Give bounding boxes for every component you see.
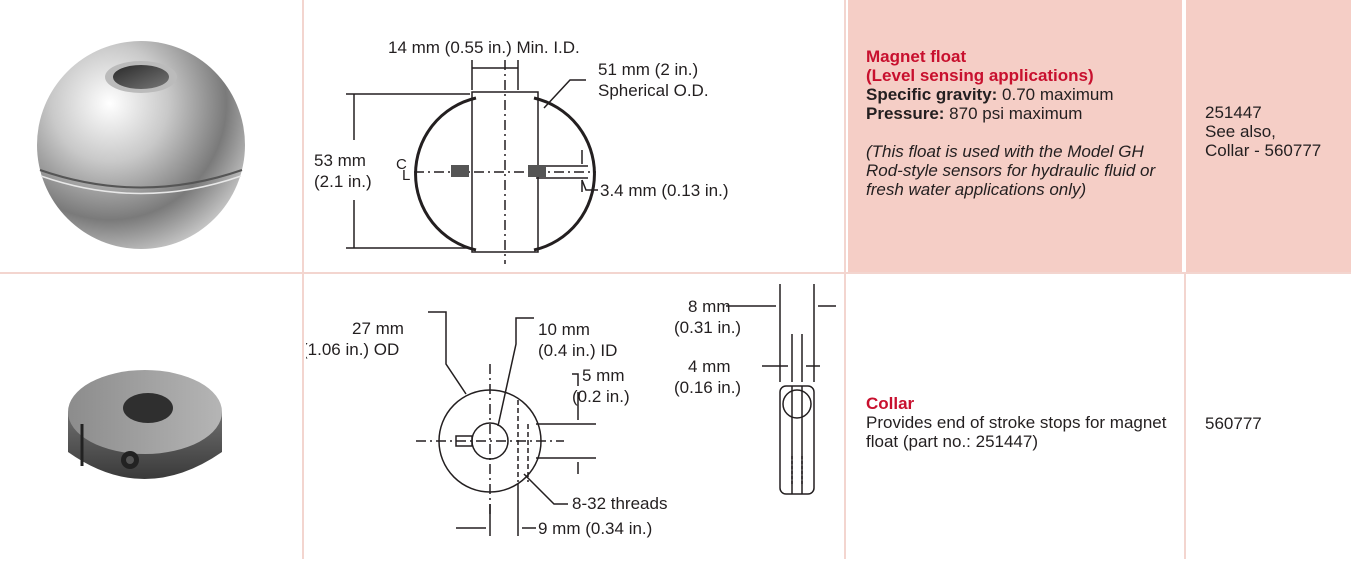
table-row-magnet-float: 14 mm (0.55 in.) Min. I.D. 51 mm (2 in.)… xyxy=(0,0,1351,272)
collar-width-label-2: (0.31 in.) xyxy=(674,318,741,337)
collar-description-text: Provides end of stroke stops for magnet … xyxy=(866,413,1167,451)
collar-depth-label: 5 mm xyxy=(582,366,625,385)
collar-id-label: 10 mm xyxy=(538,320,590,339)
magnet-float-title: Magnet float xyxy=(866,47,967,66)
magnet-float-part-number: 251447 See also, Collar - 560777 xyxy=(1205,103,1322,160)
magnet-float-description-cell: Magnet float (Level sensing applications… xyxy=(848,0,1184,272)
collar-od-label: 27 mm xyxy=(352,319,404,338)
collar-id-label-2: (0.4 in.) ID xyxy=(538,341,617,360)
collar-threads-label: 8-32 threads xyxy=(572,494,667,513)
collar-offset-label: 9 mm (0.34 in.) xyxy=(538,519,652,538)
float-thickness-label: 3.4 mm (0.13 in.) xyxy=(600,181,729,200)
collar-part-cell: 560777 xyxy=(1184,274,1351,559)
collar-description: Collar Provides end of stroke stops for … xyxy=(866,394,1172,451)
collar-photo-cell xyxy=(0,274,304,559)
collar-photo xyxy=(68,370,222,479)
collar-part-number: 560777 xyxy=(1205,414,1262,433)
magnet-float-note: (This float is used with the Model GH Ro… xyxy=(866,142,1156,199)
float-id-label: 14 mm (0.55 in.) Min. I.D. xyxy=(388,38,580,57)
magnet-float-sphere-photo xyxy=(37,41,245,249)
collar-width-label: 8 mm xyxy=(688,297,731,316)
specific-gravity-spec: Specific gravity: 0.70 maximum xyxy=(866,85,1114,104)
magnet-float-part-cell: 251447 See also, Collar - 560777 xyxy=(1186,0,1351,272)
collar-diagram-cell: 27 mm (1.06 in.) OD 10 mm (0.4 in.) ID 5… xyxy=(302,274,846,559)
collar-title: Collar xyxy=(866,394,915,413)
collar-dimension-diagram: 27 mm (1.06 in.) OD 10 mm (0.4 in.) ID 5… xyxy=(302,284,836,538)
collar-slot-label-2: (0.16 in.) xyxy=(674,378,741,397)
collar-od-label-2: (1.06 in.) OD xyxy=(306,340,399,359)
centerline-c: C xyxy=(396,156,407,173)
collar-slot-label: 4 mm xyxy=(688,357,731,376)
table-row-collar: 27 mm (1.06 in.) OD 10 mm (0.4 in.) ID 5… xyxy=(0,274,1351,559)
float-od-label: 51 mm (2 in.) xyxy=(598,60,698,79)
magnet-float-dimension-diagram: 14 mm (0.55 in.) Min. I.D. 51 mm (2 in.)… xyxy=(314,38,729,264)
centerline-l: L xyxy=(402,167,410,184)
magnet-float-photo-cell xyxy=(0,0,304,272)
float-od-label-2: Spherical O.D. xyxy=(598,81,709,100)
magnet-float-diagram-cell: 14 mm (0.55 in.) Min. I.D. 51 mm (2 in.)… xyxy=(306,0,846,272)
pressure-spec: Pressure: 870 psi maximum xyxy=(866,104,1083,123)
magnet-float-subtitle: (Level sensing applications) xyxy=(866,66,1094,85)
float-height-label: 53 mm xyxy=(314,151,366,170)
magnet-float-description: Magnet float (Level sensing applications… xyxy=(866,47,1172,199)
float-height-label-2: (2.1 in.) xyxy=(314,172,372,191)
collar-description-cell: Collar Provides end of stroke stops for … xyxy=(848,274,1184,559)
row-divider xyxy=(0,272,1351,274)
collar-depth-label-2: (0.2 in.) xyxy=(572,387,630,406)
